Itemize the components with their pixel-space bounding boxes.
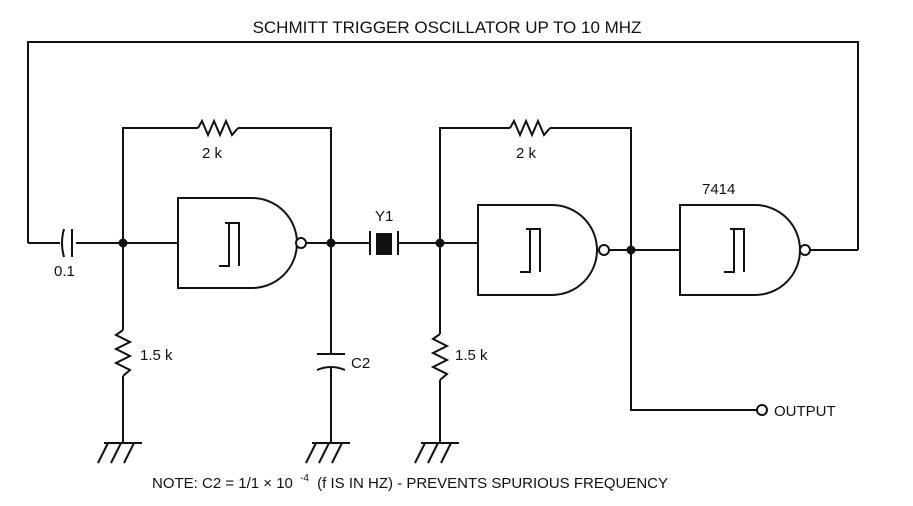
diagram-title: SCHMITT TRIGGER OSCILLATOR UP TO 10 MHZ (253, 18, 642, 37)
output-label: OUTPUT (774, 403, 836, 420)
crystal-y1 (369, 231, 399, 255)
ground-resistor-1 (113, 243, 133, 443)
input-capacitor-label: 0.1 (54, 263, 75, 280)
feedback-resistor-2-label: 2 k (516, 145, 537, 162)
capacitor-c2-label: C2 (351, 355, 370, 372)
schmitt-inverter-gate-3 (679, 204, 811, 296)
capacitor-c2 (316, 243, 346, 443)
note-prefix: NOTE: C2 = 1/1 × 10 (152, 475, 293, 492)
ground-resistor-2 (430, 243, 450, 443)
crystal-y1-label: Y1 (375, 208, 393, 225)
feedback-resistor-1-label: 2 k (202, 145, 223, 162)
note-text: NOTE: C2 = 1/1 × 10 -4 (f IS IN HZ) - PR… (152, 468, 668, 492)
ground-symbol (305, 442, 350, 464)
note-suffix: (f IS IN HZ) - PREVENTS SPURIOUS FREQUEN… (317, 475, 668, 492)
feedback-resistor-1 (122, 118, 332, 243)
schmitt-inverter-gate-1 (177, 197, 307, 289)
feedback-resistor-2 (439, 118, 632, 250)
ground-symbol (97, 442, 142, 464)
schmitt-inverter-gate-2 (477, 204, 610, 296)
ground-resistor-1-label: 1.5 k (140, 347, 173, 364)
input-capacitor (61, 228, 73, 258)
ground-symbol (414, 442, 459, 464)
ic-part-label: 7414 (702, 181, 735, 198)
output-wire (630, 250, 768, 416)
ground-resistor-2-label: 1.5 k (455, 347, 488, 364)
feedback-loop-wire (27, 41, 859, 250)
note-exponent: -4 (300, 473, 309, 484)
